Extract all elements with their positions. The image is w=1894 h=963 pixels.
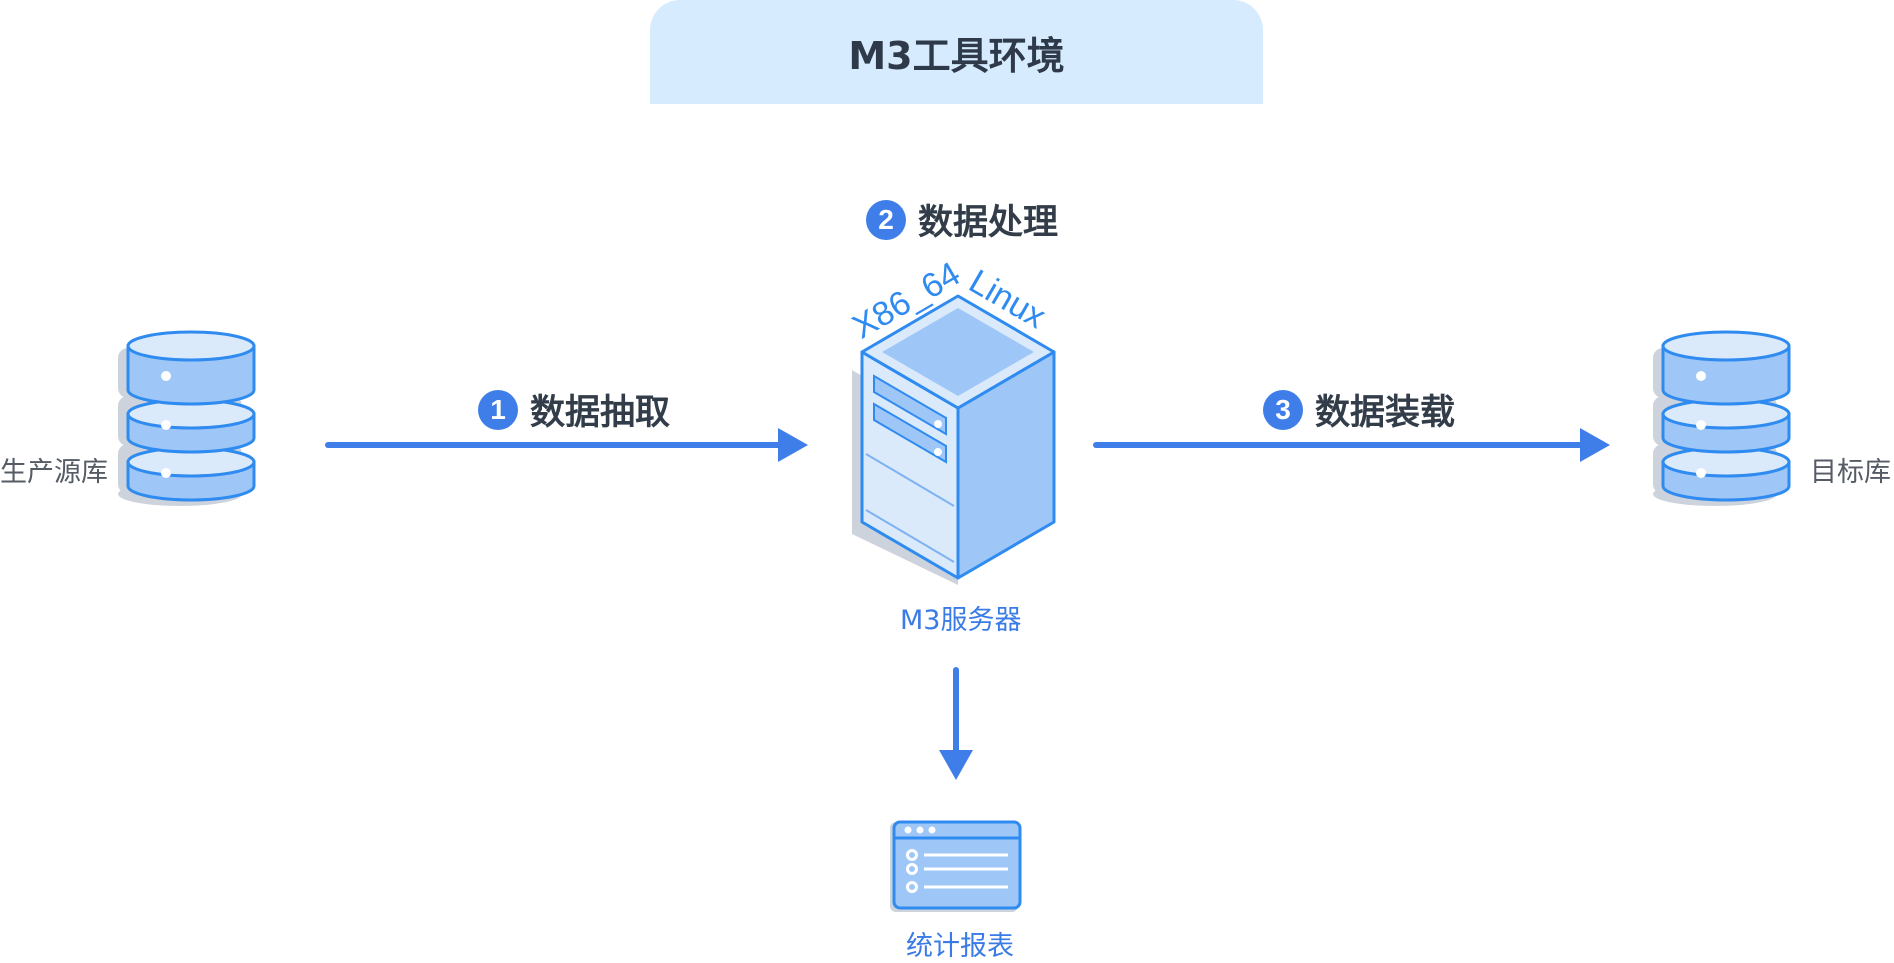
- step-extract-label: 1 数据抽取: [478, 384, 670, 435]
- arrow-report: [939, 667, 973, 780]
- source-database-label: 生产源库: [0, 457, 108, 488]
- server-label: M3服务器: [900, 605, 1022, 636]
- step-load-label: 3 数据装载: [1263, 384, 1455, 435]
- step-2-badge: 2: [866, 199, 906, 240]
- step-process-label: 2 数据处理: [866, 194, 1058, 245]
- report-label: 统计报表: [906, 931, 1014, 962]
- step-2-text: 数据处理: [918, 203, 1059, 243]
- step-3-badge: 3: [1263, 389, 1303, 430]
- step-1-badge: 1: [478, 389, 518, 430]
- step-1-text: 数据抽取: [530, 393, 671, 433]
- environment-box: M3工具环境: [650, 0, 1263, 104]
- target-database-label: 目标库: [1810, 457, 1891, 488]
- arrow-load: [1093, 428, 1610, 462]
- server-icon: [852, 294, 1056, 585]
- target-database-icon: [1653, 330, 1791, 506]
- report-window-icon: [890, 820, 1022, 912]
- environment-title: M3工具环境: [848, 33, 1065, 78]
- source-database-icon: [118, 330, 256, 506]
- arrow-extract: [325, 428, 808, 462]
- step-3-text: 数据装载: [1315, 393, 1456, 433]
